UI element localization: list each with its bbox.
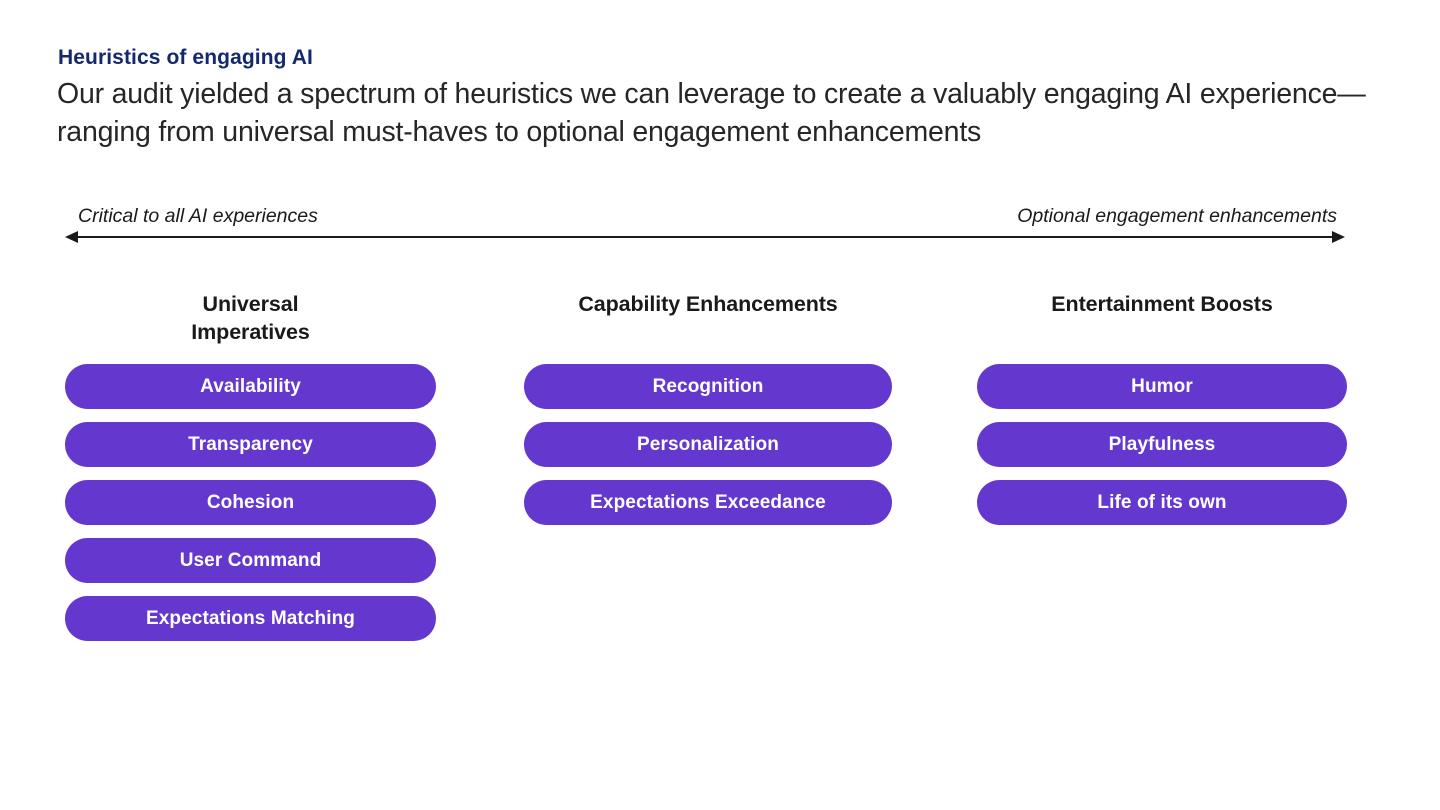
heuristic-pill: Personalization	[524, 422, 892, 467]
spectrum-left-label: Critical to all AI experiences	[78, 205, 318, 227]
heuristic-pill: Transparency	[65, 422, 436, 467]
arrow-right-head-icon	[1332, 231, 1345, 243]
heuristic-pill: User Command	[65, 538, 436, 583]
column-capability-enhancements: Capability Enhancements Recognition Pers…	[524, 290, 892, 538]
column-universal-imperatives: Universal Imperatives Availability Trans…	[65, 290, 436, 654]
spectrum-labels: Critical to all AI experiences Optional …	[78, 205, 1337, 228]
heuristic-pill: Availability	[65, 364, 436, 409]
arrow-left-head-icon	[65, 231, 78, 243]
slide-eyebrow-title: Heuristics of engaging AI	[58, 46, 313, 69]
arrow-line	[78, 235, 1332, 239]
column-title: Entertainment Boosts	[1051, 292, 1273, 316]
column-title: Universal Imperatives	[191, 292, 310, 344]
heuristic-pill: Life of its own	[977, 480, 1347, 525]
spectrum-right-label: Optional engagement enhancements	[1017, 205, 1337, 227]
heuristic-pill: Recognition	[524, 364, 892, 409]
slide-headline: Our audit yielded a spectrum of heuristi…	[57, 78, 1366, 148]
column-entertainment-boosts: Entertainment Boosts Humor Playfulness L…	[977, 290, 1347, 538]
heuristic-pill: Playfulness	[977, 422, 1347, 467]
heuristic-pill: Humor	[977, 364, 1347, 409]
column-title: Capability Enhancements	[578, 292, 838, 316]
heuristic-pill: Expectations Exceedance	[524, 480, 892, 525]
heuristic-pill: Cohesion	[65, 480, 436, 525]
spectrum-arrow	[65, 230, 1345, 244]
heuristic-pill: Expectations Matching	[65, 596, 436, 641]
